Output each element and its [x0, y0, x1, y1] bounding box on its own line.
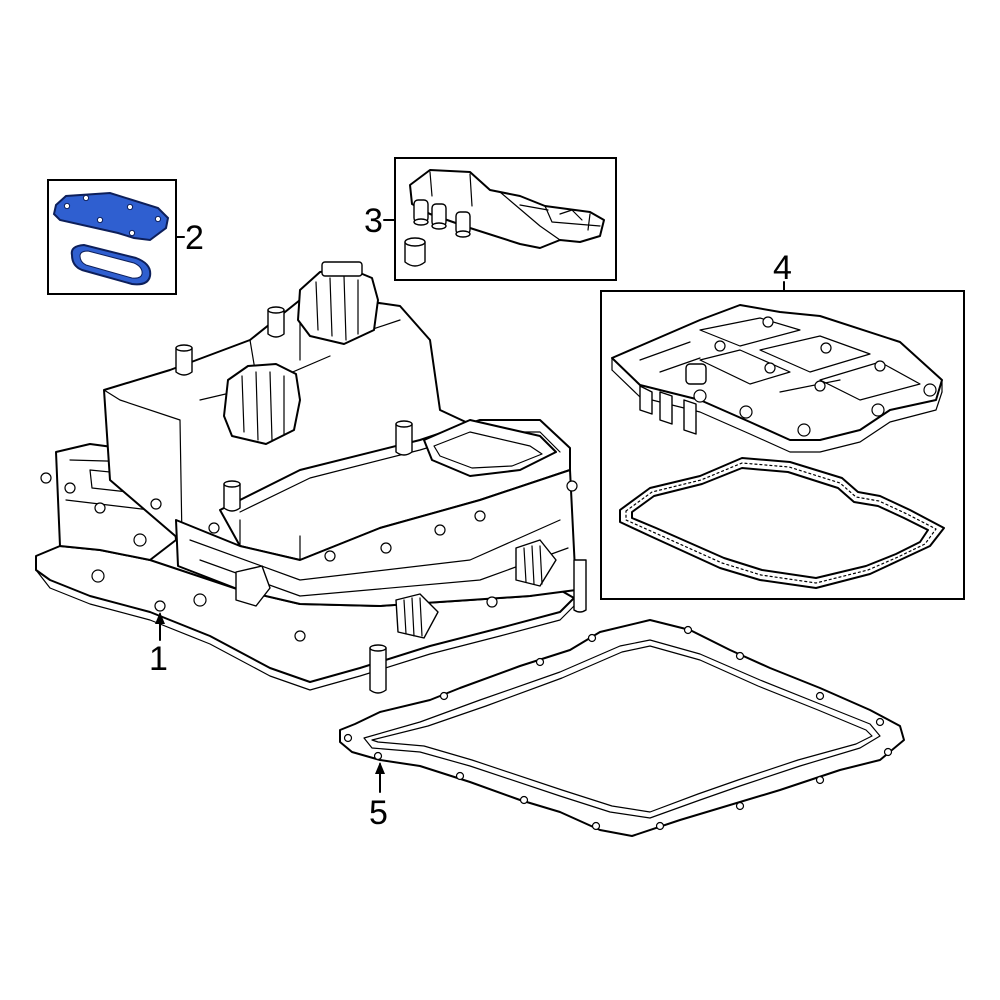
module-assembly-icon[interactable]	[35, 261, 587, 694]
part-4-group[interactable]: 4	[600, 249, 965, 600]
cover-and-seal-icon[interactable]	[52, 191, 170, 286]
part-5-group[interactable]: 5	[339, 619, 905, 837]
callout-3: 3	[364, 202, 383, 240]
leader-1-arrow	[155, 612, 165, 624]
part-4-frame	[600, 290, 965, 600]
cover-plate-icon[interactable]	[52, 191, 170, 242]
callout-4: 4	[773, 249, 792, 287]
callout-5: 5	[369, 794, 388, 832]
callout-1: 1	[149, 640, 168, 678]
callout-2: 2	[185, 219, 204, 257]
part-2-group[interactable]: 2	[47, 179, 204, 295]
part-1-group[interactable]: 1	[35, 261, 587, 694]
harness-bracket-icon[interactable]	[404, 169, 605, 267]
leader-5-arrow	[375, 762, 385, 774]
cover-seal-inner	[79, 250, 143, 279]
part-3-group[interactable]: 3	[364, 157, 617, 281]
pan-gasket-icon[interactable]	[339, 619, 905, 837]
cover-bolt-holes	[63, 194, 162, 237]
valve-body-and-gasket-icon[interactable]	[611, 304, 945, 589]
